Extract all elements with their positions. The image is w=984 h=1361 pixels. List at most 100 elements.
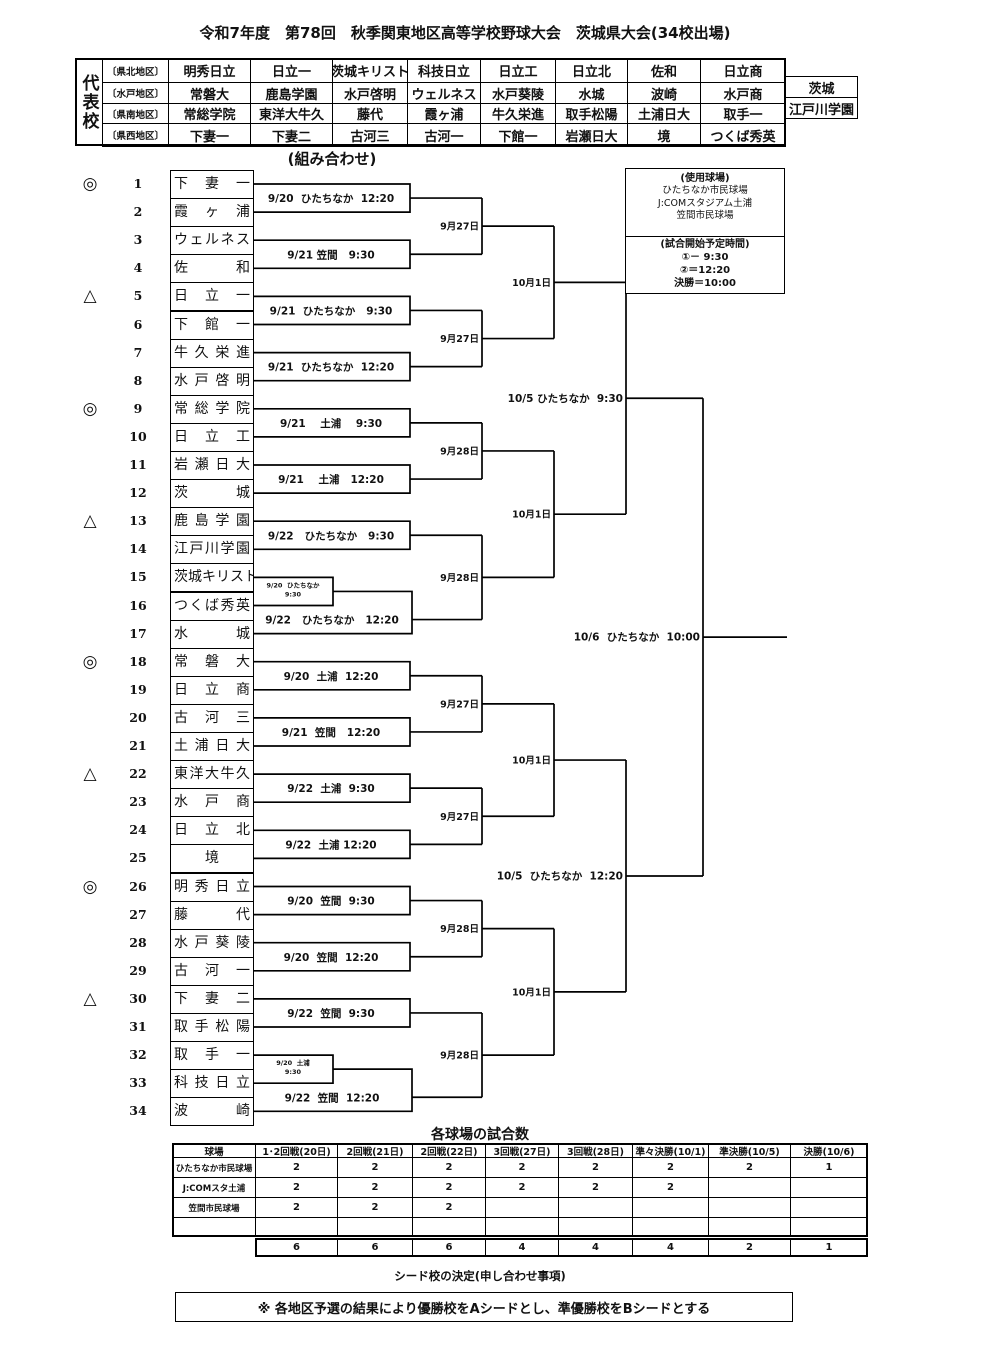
total-count-cell: 4 [485,1238,559,1257]
first-round-match-bracket [254,1068,413,1113]
stadium-name-cell: 笠間市民球場 [172,1197,256,1218]
info-box: (使用球場) ひたちなか市民球場 J:COMスタジアム土浦 笠間市民球場 (試合… [625,168,785,294]
game-count-cell: 2 [632,1157,709,1178]
representative-school: 岩瀬日大 [555,123,628,147]
first-round-match-label: 9/21 笠間 12:20 [282,726,380,739]
team-name-cell: 明秀日立 [170,872,254,902]
game-count-cell [337,1217,413,1237]
game-count-cell: 2 [337,1177,413,1198]
team-number: 10 [129,428,147,444]
team-name-cell: 常総学院 [170,394,254,424]
first-round-match-label: 9/21 ひたちなか 9:30 [270,305,393,317]
seed-a-mark-icon: ◎ [82,398,98,419]
representative-school: 取手一 [700,103,786,124]
team-name-cell: 佐和 [170,254,254,284]
team-name-cell: 水城 [170,619,254,649]
team-name-cell: 境 [170,844,254,874]
team-name-cell: 岩瀬日大 [170,451,254,481]
quarterfinal-date: 10月1日 [512,278,551,289]
seed-b-mark-icon: △ [83,511,97,532]
team-name-cell: 日立工 [170,422,254,452]
total-count-cell: 6 [255,1238,338,1257]
quarterfinal-date: 10月1日 [512,756,551,767]
first-round-match-label: 9/21 ひたちなか 12:20 [268,362,394,374]
team-number: 34 [129,1103,147,1119]
team-number: 4 [133,260,143,276]
representative-school: 茨城 [785,76,858,98]
game-count-cell [485,1197,559,1218]
first-round-match-label: 9/21 土浦 12:20 [278,473,384,486]
preliminary-match-label: 9:30 [285,590,302,598]
table-header-cell: 準決勝(10/5) [708,1143,791,1158]
team-name-cell: 古河一 [170,956,254,986]
team-number: 21 [129,738,147,753]
team-number: 17 [129,625,147,641]
second-round-date: 9月27日 [440,812,479,823]
team-number: 6 [133,316,143,332]
team-name-cell: 下妻二 [170,984,254,1014]
game-count-cell: 2 [412,1197,486,1218]
team-name-cell: つくば秀英 [170,591,254,621]
semifinal-label: 10/5 ひたちなか 12:20 [497,870,623,882]
representative-school: 古河三 [332,123,408,147]
game-count-cell [632,1197,709,1218]
start-time-item: ②＝12:20 [679,265,731,276]
game-count-cell [708,1177,791,1198]
team-name-cell: 藤代 [170,900,254,930]
preliminary-match-label: 9/20 ひたちなか [267,580,320,589]
team-name-cell: 日立一 [170,282,254,312]
total-count-cell: 4 [558,1238,633,1257]
team-number: 3 [133,232,143,248]
game-count-cell: 2 [485,1177,559,1198]
first-round-match-label: 9/22 土浦 9:30 [287,782,375,795]
representative-school: 常総学院 [168,103,251,124]
game-count-cell [485,1217,559,1237]
second-round-date: 9月27日 [440,334,479,345]
first-round-match-label: 9/20 笠間 9:30 [287,895,375,908]
representative-school: 下妻二 [250,123,333,147]
team-name-cell: 東洋大牛久 [170,760,254,790]
start-time-item: ①－ 9:30 [681,252,729,263]
team-name-cell: 取手一 [170,1041,254,1071]
seed-rule-box: ※ 各地区予選の結果により優勝校をAシードとし、準優勝校をBシードとする [175,1292,793,1322]
total-count-cell: 4 [632,1238,709,1257]
team-number: 13 [129,513,147,529]
team-number: 29 [129,962,147,978]
venue-item: J:COMスタジアム土浦 [657,197,753,209]
document-title: 令和7年度 第78回 秋季関東地区高等学校野球大会 茨城県大会(34校出場) [199,24,731,42]
semifinal-label: 10/5 ひたちなか 9:30 [508,393,623,405]
representative-school: 古河一 [407,123,481,147]
game-count-cell [790,1217,868,1237]
total-count-cell: 6 [337,1238,413,1257]
game-count-cell [255,1217,338,1237]
seed-a-mark-icon: ◎ [82,174,98,194]
game-count-cell [790,1197,868,1218]
representative-school: 藤代 [332,103,408,124]
team-number: 28 [129,934,147,950]
total-count-cell: 2 [708,1238,791,1257]
first-round-match-label: 9/20 笠間 12:20 [284,951,379,964]
team-number: 15 [129,569,147,585]
second-round-date: 9月28日 [440,446,479,457]
second-round-date: 9月27日 [440,222,479,233]
seed-rule-heading: シード校の決定(申し合わせ事項) [394,1269,566,1283]
game-count-cell: 2 [412,1177,486,1198]
representative-school: 日立商 [700,58,786,83]
representative-school: つくば秀英 [700,123,786,147]
team-number: 30 [129,990,147,1006]
team-number: 11 [129,457,147,472]
representative-school: 茨城キリスト [332,58,408,83]
stadium-name-cell: J:COMスタ土浦 [172,1177,256,1198]
bracket-heading: (組み合わせ) [287,150,377,168]
game-count-cell [632,1217,709,1237]
representative-school: 水戸葵陵 [480,82,556,104]
team-name-cell: 取手松陽 [170,1013,254,1043]
venues-section: (使用球場) ひたちなか市民球場 J:COMスタジアム土浦 笠間市民球場 [626,169,784,237]
venue-item: ひたちなか市民球場 [662,185,748,196]
game-count-cell [708,1217,791,1237]
first-round-match-label: 9/22 ひたちなか 12:20 [265,615,399,627]
team-number: 16 [129,597,147,613]
team-number: 22 [129,766,147,782]
